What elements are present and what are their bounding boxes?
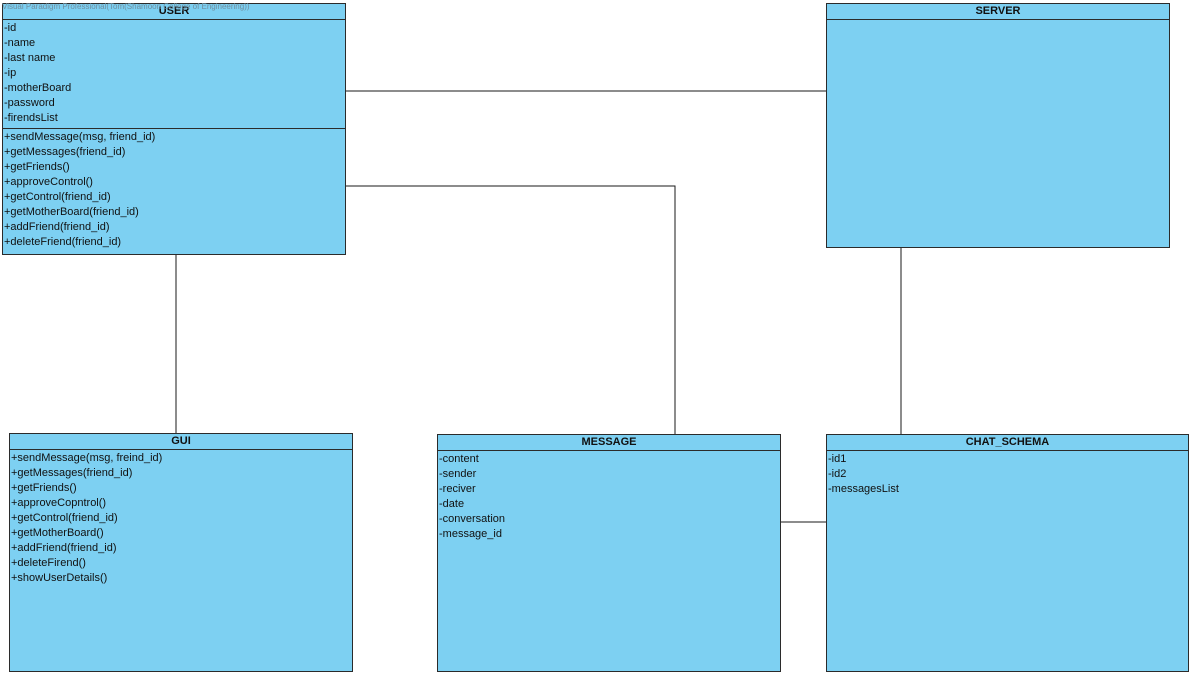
watermark: Visual Paradigm Professional(Tom(Shamoon… (2, 2, 250, 11)
operation-row[interactable]: +showUserDetails() (11, 572, 108, 584)
operations: +sendMessage(msg, freind_id) +getMessages… (10, 450, 352, 588)
operation-row[interactable]: +getControl(friend_id) (4, 191, 111, 203)
attributes: -id -name -last name -ip -motherBoard -passwo… (3, 20, 345, 128)
attribute-row[interactable]: -sender (439, 468, 477, 480)
operation-row[interactable]: +getFriends() (4, 161, 70, 173)
operation-row[interactable]: +getFriends() (11, 482, 77, 494)
class-user[interactable]: USER -id -name -last name -ip -motherBoard -p… (2, 3, 346, 255)
attribute-row[interactable]: -ip (4, 67, 17, 79)
operations: +sendMessage(msg, friend_id) +getMessages… (3, 128, 345, 252)
class-name: USER (3, 4, 345, 20)
attribute-row[interactable]: -conversation (439, 513, 506, 525)
attribute-row[interactable]: -motherBoard (4, 82, 72, 94)
operation-row[interactable]: +approveCopntrol() (11, 497, 107, 509)
association-user-message[interactable] (345, 185, 676, 435)
attribute-row[interactable]: -password (4, 97, 55, 109)
class-name: MESSAGE (438, 435, 780, 451)
operation-row[interactable]: +addFriend(friend_id) (11, 542, 117, 554)
class-name: SERVER (827, 4, 1169, 20)
operation-row[interactable]: +sendMessage(msg, friend_id) (4, 131, 156, 143)
attribute-row[interactable]: -content (439, 453, 479, 465)
attributes: -id1 -id2 -messagesList (827, 451, 1188, 499)
class-name: GUI (10, 434, 352, 450)
operation-row[interactable]: +getMotherBoard(friend_id) (4, 206, 139, 218)
class-message[interactable]: MESSAGE -content-sender-reciver-date-con… (437, 434, 781, 672)
attribute-row[interactable]: -id (4, 22, 17, 34)
class-server[interactable]: SERVER (826, 3, 1170, 248)
attribute-row[interactable]: -last name (4, 52, 56, 64)
operation-row[interactable]: +addFriend(friend_id) (4, 221, 110, 233)
class-gui[interactable]: GUI +sendMessage(msg, freind_id) +getMess… (9, 433, 353, 672)
class-chat-schema[interactable]: CHAT_SCHEMA -id1 -id2 -messagesList (826, 434, 1189, 672)
attribute-row[interactable]: -id2 (828, 468, 847, 480)
operation-row[interactable]: +getControl(friend_id) (11, 512, 118, 524)
operation-row[interactable]: +getMessages(friend_id) (11, 467, 133, 479)
operation-row[interactable]: +getMotherBoard() (11, 527, 104, 539)
attribute-row[interactable]: -messagesList (828, 483, 899, 495)
operation-row[interactable]: +deleteFriend(friend_id) (4, 236, 122, 248)
operation-row[interactable]: +sendMessage(msg, freind_id) (11, 452, 163, 464)
class-name: CHAT_SCHEMA (827, 435, 1188, 451)
attribute-row[interactable]: -firendsList (4, 112, 58, 124)
attribute-row[interactable]: -reciver (439, 483, 476, 495)
operation-row[interactable]: +deleteFirend() (11, 557, 86, 569)
attribute-row[interactable]: -id1 (828, 453, 847, 465)
attribute-row[interactable]: -name (4, 37, 36, 49)
attribute-row[interactable]: -date (439, 498, 465, 510)
operation-row[interactable]: +approveControl() (4, 176, 93, 188)
attribute-row[interactable]: -message_id (439, 528, 502, 540)
attributes: -content -sender -reciver -date -conversatio… (438, 451, 780, 544)
operation-row[interactable]: +getMessages(friend_id) (4, 146, 126, 158)
